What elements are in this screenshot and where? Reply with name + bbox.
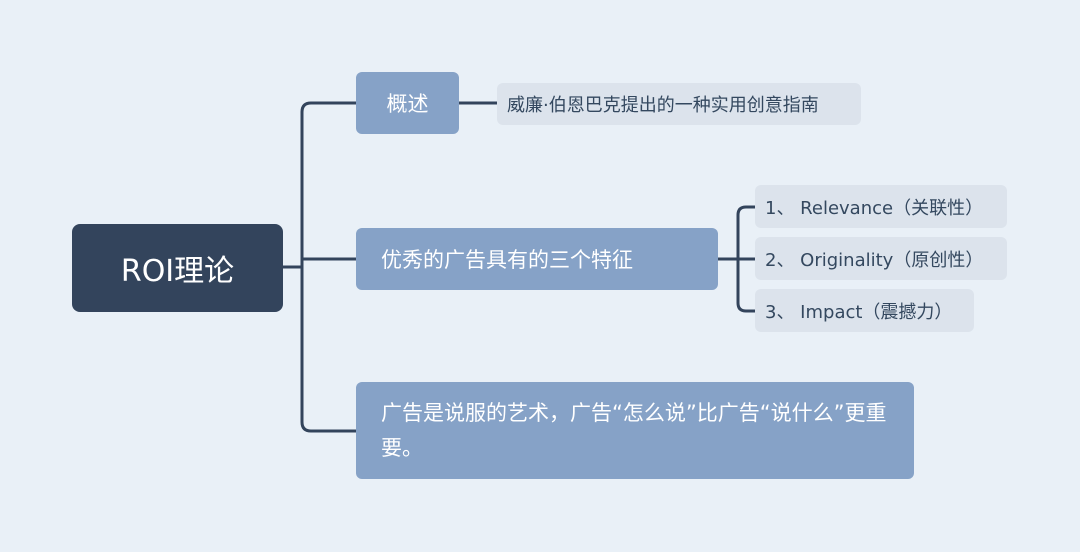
leaf-node-overview[interactable]: 威廉·伯恩巴克提出的一种实用创意指南	[497, 83, 861, 125]
leaf-label-originality: 2、 Originality（原创性）	[765, 249, 984, 271]
leaf-node-relevance[interactable]: 1、 Relevance（关联性）	[755, 185, 1007, 228]
leaf-node-originality[interactable]: 2、 Originality（原创性）	[755, 237, 1007, 280]
leaf-label-overview: 威廉·伯恩巴克提出的一种实用创意指南	[507, 95, 819, 116]
root-node[interactable]: ROI理论	[72, 224, 283, 312]
leaf-node-impact[interactable]: 3、 Impact（震撼力）	[755, 289, 974, 332]
branch-label-overview: 概述	[386, 92, 429, 116]
leaf-label-impact: 3、 Impact（震撼力）	[765, 301, 953, 323]
branch-label-persuasion: 广告是说服的艺术，广告“怎么说”比广告“说什么”更重要。	[381, 400, 887, 460]
connector-trunk	[300, 101, 312, 433]
branch-node-overview[interactable]: 概述	[356, 72, 459, 134]
root-label: ROI理论	[120, 254, 235, 289]
leaf-label-relevance: 1、 Relevance（关联性）	[765, 197, 984, 219]
branch-node-features[interactable]: 优秀的广告具有的三个特征	[356, 228, 718, 290]
branch-node-persuasion[interactable]: 广告是说服的艺术，广告“怎么说”比广告“说什么”更重要。	[356, 382, 914, 479]
branch-label-features: 优秀的广告具有的三个特征	[381, 248, 633, 272]
